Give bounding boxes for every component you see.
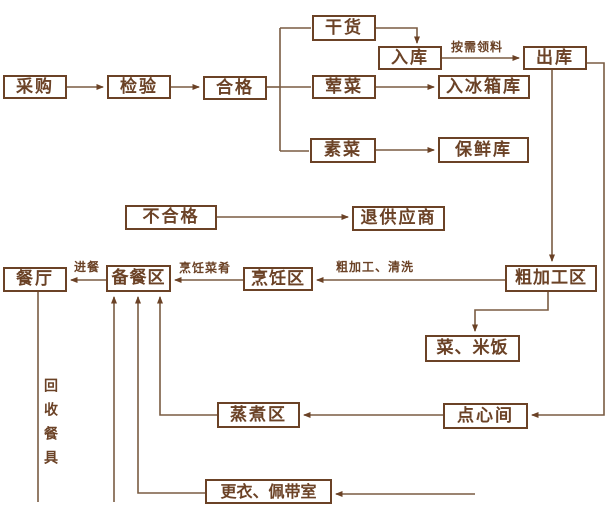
node-caimifan: 菜、米饭 [425,335,520,362]
edge-cujiagongqu-caimifan [472,292,549,332]
node-ganhuo: 干货 [312,15,376,41]
edge-label-cujiagongqingxi: 粗加工、清洗 [336,260,415,274]
edge-label-anxulingliao: 按需领料 [451,40,504,54]
node-huncai: 荤菜 [312,75,376,99]
node-canting: 餐厅 [3,267,67,292]
edge-label-jincan: 进餐 [74,260,101,274]
node-beicanqu: 备餐区 [106,265,171,292]
edge-zhengzhuqu-beicanqu [157,296,217,416]
node-hege: 合格 [203,76,267,100]
node-chuku: 出库 [523,46,587,70]
edge-gengyi-beicanqu [135,296,205,494]
node-rubingxiangku: 入冰箱库 [438,75,530,99]
node-caigou: 采购 [3,75,67,99]
node-dianxinjian: 点心间 [443,403,528,429]
node-cujiagongqu: 粗加工区 [505,265,597,292]
node-pengrenqu: 烹饪区 [243,267,313,291]
node-ruku: 入库 [378,46,442,70]
node-baoxianku: 保鲜库 [438,137,529,163]
node-zhengzhuqu: 蒸煮区 [217,402,300,428]
edge-label-pengrencaiyao: 烹饪菜肴 [179,261,232,275]
node-tuigongyingshang: 退供应商 [352,206,445,231]
node-sucai: 素菜 [310,138,376,163]
edge-label-huishoucanju: 回收餐具 [42,378,58,474]
node-gengyipeidaishi: 更衣、佩带室 [205,479,332,504]
node-buhege: 不合格 [125,205,217,230]
edge-ganhuo-ruku [376,27,420,44]
edge-chuku-dianxinjian [531,62,605,418]
node-jianyan: 检验 [107,75,171,99]
